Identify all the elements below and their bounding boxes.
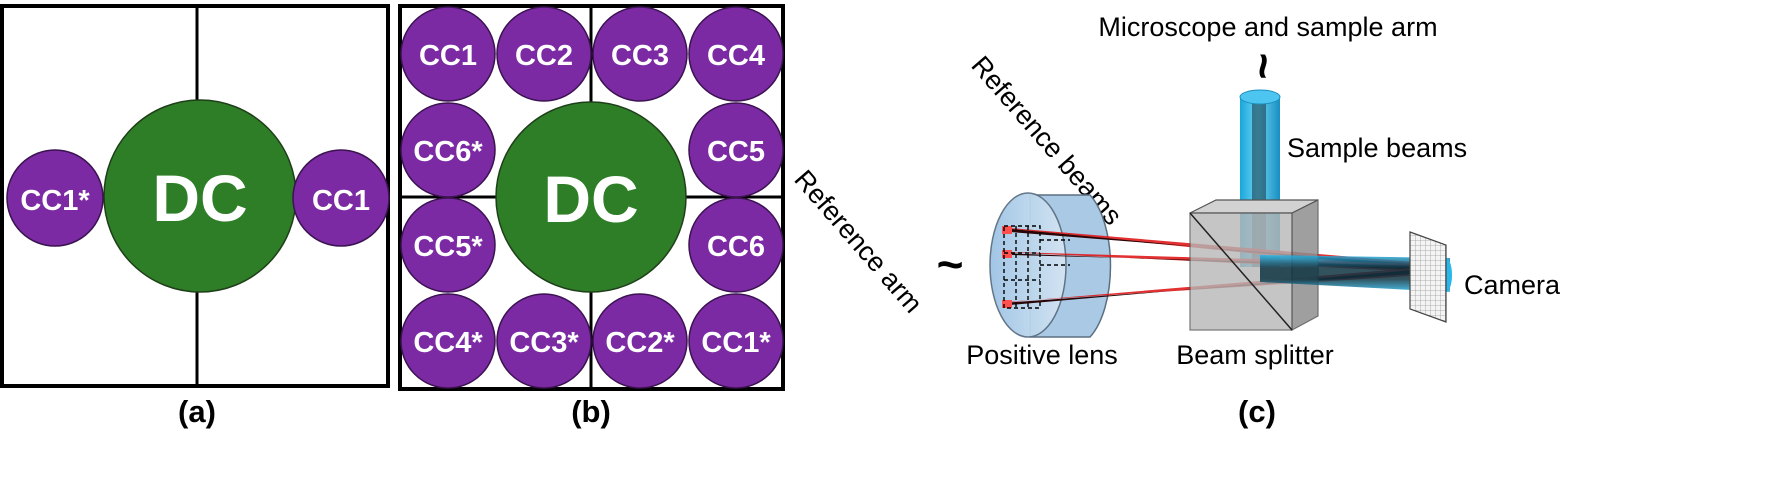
panel-b-cc-circle <box>688 293 784 389</box>
panel-b-cc-label: CC5 <box>707 136 765 168</box>
panel-c-caption: (c) <box>1238 394 1276 429</box>
reference-arm-label: Reference arm <box>788 164 928 318</box>
tilde-left: ~ <box>937 238 964 290</box>
panel-b-cc-circle <box>400 197 496 293</box>
panel-c: Microscope and sample arm ~ Sample beams… <box>788 12 1561 429</box>
panel-b-cc-circle <box>400 6 496 102</box>
panel-b-cc-label: CC6 <box>707 231 765 263</box>
panel-b-cc-label: CC6* <box>413 136 483 168</box>
panel-b-cc-circle <box>496 293 592 389</box>
beam-dot <box>1002 250 1012 258</box>
panel-b-cc-label: CC4 <box>707 40 765 72</box>
panel-b-cc-circle <box>592 6 688 102</box>
tilde-top: ~ <box>1238 53 1290 80</box>
sample-beams-label: Sample beams <box>1287 133 1467 163</box>
panel-b-dc-label: DC <box>543 162 638 236</box>
panel-a-cc-left-circle <box>6 149 104 247</box>
panel-b-cc-circle <box>400 102 496 198</box>
panel-a-caption: (a) <box>178 394 216 429</box>
panel-a-cc-right-circle <box>292 149 390 247</box>
camera-sensor <box>1409 231 1447 323</box>
panel-b-cc-label: CC4* <box>413 327 483 359</box>
panel-b-cc-circle <box>688 102 784 198</box>
lens-dashed-grid <box>1003 225 1070 309</box>
beam-splitter-label: Beam splitter <box>1176 340 1334 370</box>
panel-b-cc-label: CC3 <box>611 40 669 72</box>
panel-b-caption: (b) <box>571 394 611 429</box>
camera-label: Camera <box>1464 270 1561 300</box>
beam-dot <box>1002 226 1012 234</box>
panel-b-cc-label: CC3* <box>509 327 579 359</box>
panel-b-cc-circle <box>688 197 784 293</box>
positive-lens-label: Positive lens <box>966 340 1118 370</box>
panel-b-cc-label: CC2 <box>515 40 573 72</box>
panel-b-dc-circle <box>495 101 687 293</box>
beam-dot <box>1002 300 1012 308</box>
panel-b-cc-label: CC5* <box>413 231 483 263</box>
panel-b-cc-label: CC1* <box>701 327 771 359</box>
panel-a-cc-right-label: CC1 <box>312 185 370 217</box>
panel-b-cc-label: CC1 <box>419 40 477 72</box>
beam-splitter <box>1189 199 1319 332</box>
panel-b-cc-label: CC2* <box>605 327 675 359</box>
microscope-label: Microscope and sample arm <box>1098 12 1437 42</box>
panel-a-cc-left-label: CC1* <box>20 185 90 217</box>
panel-b-cc-circle <box>688 6 784 102</box>
panel-a: DC CC1* CC1 (a) <box>0 4 390 429</box>
panel-a-dc-label: DC <box>152 161 247 235</box>
panel-b-cc-circle <box>400 293 496 389</box>
panel-b-cc-circle <box>592 293 688 389</box>
panel-b-cc-circle <box>496 6 592 102</box>
